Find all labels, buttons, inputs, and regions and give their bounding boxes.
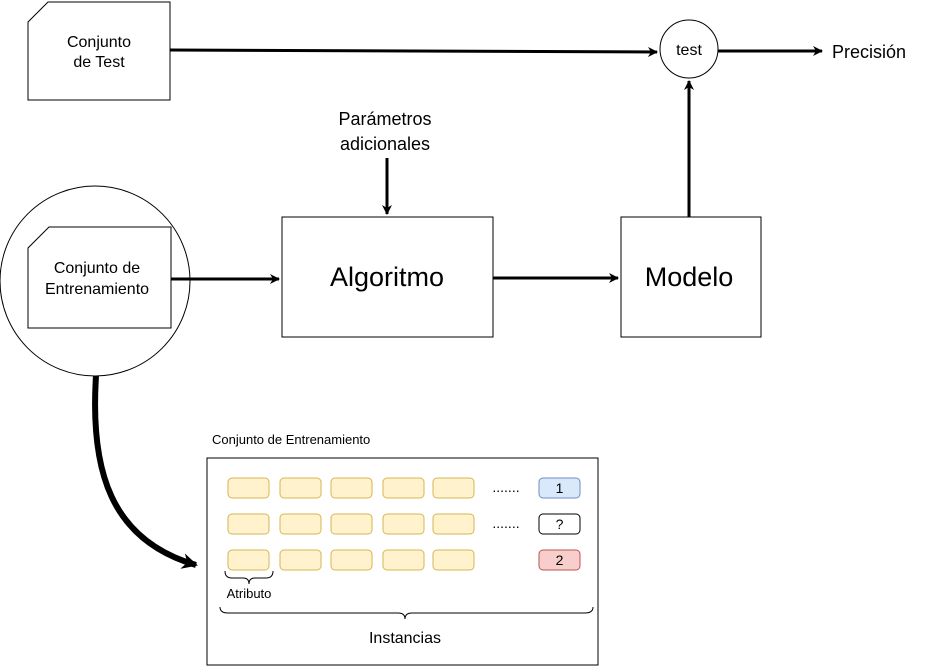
- class-cell: [538, 549, 581, 571]
- precision-label: Precisión: [832, 42, 906, 62]
- class-cell-label: ?: [556, 516, 564, 532]
- test-set-node: Conjunto de Test: [27, 1, 171, 101]
- test-set-card-shape: [27, 1, 171, 101]
- attribute-cell: [227, 549, 270, 571]
- dataset-rows: ....... 1.......? 2: [227, 477, 581, 571]
- training-set-node: Conjunto de Entrenamiento: [0, 185, 191, 377]
- attribute-cell: [330, 477, 373, 499]
- class-cell-label: 2: [556, 552, 564, 568]
- attribute-cell: [382, 549, 425, 571]
- test-set-label-line1: Conjunto: [67, 34, 131, 51]
- attribute-cell: [382, 513, 425, 535]
- algorithm-label: Algoritmo: [330, 262, 444, 292]
- attribute-brace: [224, 570, 274, 585]
- training-set-label-line2: Entrenamiento: [45, 281, 149, 298]
- class-cell: [538, 513, 581, 535]
- class-cell: [538, 477, 581, 499]
- attribute-cell: [279, 549, 322, 571]
- attribute-cell: [227, 477, 270, 499]
- row-ellipsis: .......: [492, 515, 519, 531]
- attribute-cell: [432, 513, 475, 535]
- test-circle-shape: [659, 19, 719, 79]
- attribute-cell: [227, 513, 270, 535]
- algorithm-node: Algoritmo: [281, 216, 494, 338]
- attribute-cell: [279, 477, 322, 499]
- test-node: test: [659, 19, 719, 79]
- arrow-testset-to-test: [169, 46, 658, 57]
- test-set-label-line2: de Test: [73, 54, 125, 71]
- dataset-title: Conjunto de Entrenamiento: [212, 432, 370, 447]
- row-ellipsis: .......: [492, 479, 519, 495]
- attribute-cell: [279, 513, 322, 535]
- attribute-cell: [382, 477, 425, 499]
- model-box: [620, 216, 762, 338]
- arrow-training-to-dataset: [92, 375, 198, 569]
- model-label: Modelo: [645, 262, 734, 292]
- training-set-card-shape: [27, 226, 172, 329]
- params-label-line1: Parámetros: [338, 109, 431, 129]
- params-label-line2: adicionales: [340, 134, 430, 154]
- attribute-cell: [432, 549, 475, 571]
- attribute-cell: [330, 513, 373, 535]
- instances-brace: [219, 606, 594, 620]
- model-node: Modelo: [620, 216, 762, 338]
- attribute-cell: [432, 477, 475, 499]
- instances-label: Instancias: [369, 630, 441, 647]
- test-circle-label: test: [676, 42, 702, 59]
- class-cell-label: 1: [556, 480, 564, 496]
- training-set-label-line1: Conjunto de: [54, 260, 140, 277]
- algorithm-box: [281, 216, 494, 338]
- attribute-cell: [330, 549, 373, 571]
- attribute-label: Atributo: [227, 586, 272, 601]
